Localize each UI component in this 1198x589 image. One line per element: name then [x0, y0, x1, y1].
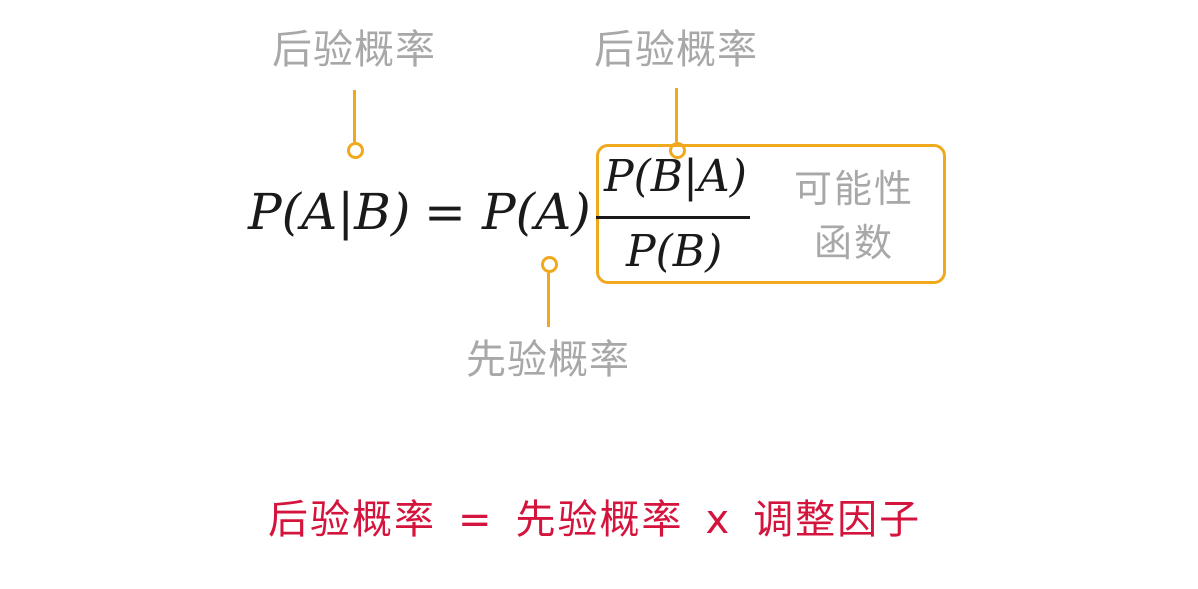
summary-factor: 调整因子: [753, 497, 922, 543]
formula-prior: P(A): [482, 183, 591, 241]
posterior-left-connector-dot: [347, 142, 364, 159]
fraction-bar: [596, 216, 750, 219]
posterior-label-right: 后验概率: [594, 27, 758, 73]
formula-denominator: P(B): [626, 226, 723, 277]
summary-prior: 先验概率: [515, 497, 684, 543]
formula-equals: =: [424, 183, 466, 241]
summary-times: x: [705, 497, 732, 543]
prior-label: 先验概率: [466, 337, 630, 383]
summary-posterior: 后验概率: [268, 497, 436, 543]
likelihood-label-line2: 函数: [814, 221, 895, 265]
posterior-right-connector-line: [675, 88, 678, 142]
prior-connector-dot: [541, 256, 558, 273]
formula-numerator: P(B|A): [604, 151, 747, 202]
summary-equals: =: [458, 497, 494, 543]
posterior-left-connector-line: [353, 90, 356, 142]
summary-equation: 后验概率 = 先验概率 x 调整因子: [268, 500, 921, 540]
formula-lhs: P(A|B): [248, 183, 411, 241]
prior-connector-line: [547, 273, 550, 327]
likelihood-box: [596, 144, 946, 284]
likelihood-label-line1: 可能性: [794, 167, 915, 211]
posterior-label-left: 后验概率: [272, 27, 436, 73]
